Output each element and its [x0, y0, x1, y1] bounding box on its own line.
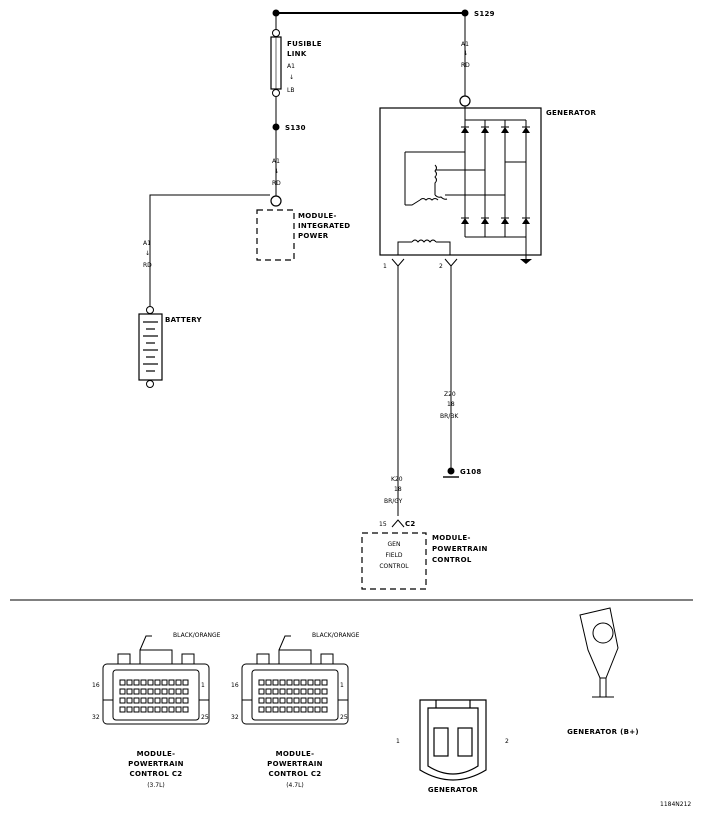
generator-label: GENERATOR: [546, 109, 597, 117]
gen-conn-label: GENERATOR: [428, 786, 479, 794]
generator-pin1: 1: [383, 263, 387, 270]
c1-pin-bl: 32: [92, 714, 100, 721]
c1-pin-br: 25: [201, 714, 209, 721]
pcm-label-3: CONTROL: [432, 556, 472, 564]
c2-pin-tr: 1: [340, 682, 344, 689]
ground-g108-icon: [443, 467, 459, 478]
wire-z20-code: Z20: [444, 391, 456, 398]
c2-color-note: BLACK/ORANGE: [312, 632, 360, 639]
pcm-inner-2: FIELD: [386, 552, 403, 559]
battery-label: BATTERY: [165, 316, 203, 324]
c1-label-1: MODULE-: [137, 750, 176, 758]
wire-k20-code: K20: [391, 476, 403, 483]
generator-b-plus-terminal: [459, 95, 471, 107]
pcm-inner-1: GEN: [388, 541, 401, 548]
fusible-link-bottom-eye: [272, 89, 280, 97]
generator-connector-view: [419, 699, 487, 781]
wire-z20-color: BR/BK: [440, 413, 459, 420]
c1-label-2: POWERTRAIN: [128, 760, 184, 768]
stator-windings: [404, 152, 448, 206]
c2-label-2: POWERTRAIN: [267, 760, 323, 768]
mip-label-2: INTEGRATED: [298, 222, 350, 230]
mip-terminal: [270, 195, 282, 207]
generator-box: [379, 107, 542, 256]
wire-k20-gauge: 18: [394, 486, 402, 493]
c2-label-4: (4.7L): [286, 782, 304, 789]
generator-pin1-connector: [391, 258, 405, 267]
fusible-link-wire-code: A1: [287, 63, 295, 70]
c1-label-3: CONTROL C2: [130, 770, 183, 778]
c1-label-4: (3.7L): [147, 782, 165, 789]
fusible-link-label-2: LINK: [287, 50, 307, 58]
fusible-link-arrow: ↓: [289, 74, 294, 81]
pcm-pin-number: 15: [379, 521, 387, 528]
gen-conn-pin1: 1: [396, 738, 400, 745]
fusible-link-color: LB: [287, 87, 294, 94]
gen-bplus-label: GENERATOR (B+): [567, 728, 639, 736]
pcm-c2-connector-4-7l: [241, 635, 349, 725]
wire-a1-bat-arrow: ↓: [145, 250, 150, 257]
mip-label-1: MODULE-: [298, 212, 337, 220]
c2-label-3: CONTROL C2: [269, 770, 322, 778]
wire-a1-bat-code: A1: [143, 240, 151, 247]
wire-a1-mid-color: RD: [272, 180, 281, 187]
pcm-c2-connector-3-7l: [102, 635, 210, 725]
wire-k20-color: BR/GY: [384, 498, 403, 505]
c2-pin-br: 25: [340, 714, 348, 721]
module-integrated-power-box: [256, 209, 295, 261]
mip-label-3: POWER: [298, 232, 329, 240]
c2-pin-tl: 16: [231, 682, 239, 689]
pcm-connector-c2: C2: [405, 520, 416, 528]
pcm-pin15-connector: [391, 519, 405, 528]
wire-a1-mid-arrow: ↓: [274, 168, 279, 175]
splice-s130-label: S130: [285, 124, 306, 132]
diodes: [461, 126, 530, 224]
figure-id: 1184N212: [660, 801, 691, 808]
generator-ground-icon: [520, 255, 532, 264]
field-coil: [397, 239, 451, 255]
pcm-box: [361, 532, 427, 590]
wire-a1-top-arrow: ↓: [463, 50, 468, 57]
pcm-inner-3: CONTROL: [379, 563, 409, 570]
wire-a1-top-color: RD: [461, 62, 470, 69]
wire-to-battery: [149, 194, 270, 290]
fusible-link-label-1: FUSIBLE: [287, 40, 322, 48]
generator-b-plus-terminal-view: [579, 607, 619, 698]
splice-s129-label: S129: [474, 10, 495, 18]
wire-a1-top-code: A1: [461, 41, 469, 48]
fusible-link-top-eye: [272, 29, 280, 37]
wire-a1-mid-code: A1: [272, 158, 280, 165]
c1-color-note: BLACK/ORANGE: [173, 632, 221, 639]
gen-conn-pin2: 2: [505, 738, 509, 745]
wire-z20-gauge: 18: [447, 401, 455, 408]
wire-a1-bat-color: RD: [143, 262, 152, 269]
pcm-label-2: POWERTRAIN: [432, 545, 488, 553]
ground-g108-label: G108: [460, 468, 482, 476]
generator-pin2-connector: [444, 258, 458, 267]
c2-pin-bl: 32: [231, 714, 239, 721]
c2-label-1: MODULE-: [276, 750, 315, 758]
battery-symbol: [138, 290, 163, 388]
c1-pin-tl: 16: [92, 682, 100, 689]
c1-pin-tr: 1: [201, 682, 205, 689]
pcm-label-1: MODULE-: [432, 534, 471, 542]
generator-pin2: 2: [439, 263, 443, 270]
